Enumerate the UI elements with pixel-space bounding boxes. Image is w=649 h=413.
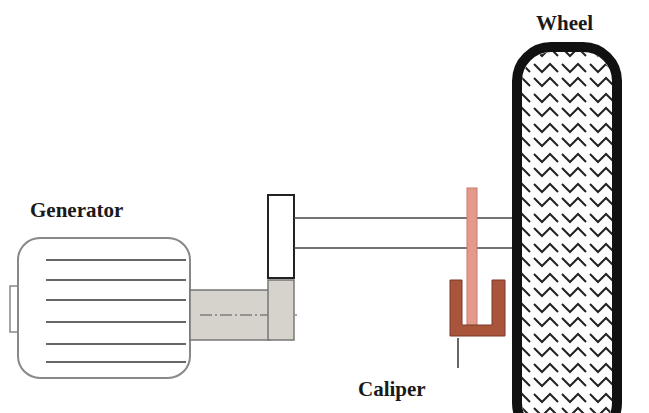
leader-line: [457, 338, 459, 368]
axle: [294, 247, 515, 249]
tyre-tread: [522, 52, 612, 413]
large-gear: [268, 195, 294, 278]
brake-caliper: [450, 280, 505, 336]
cooling-fins: [46, 260, 186, 362]
brake-disc: [467, 188, 477, 326]
part-name: Caliper: [358, 378, 426, 401]
part-name: Wheel: [536, 12, 593, 35]
part-name: Generator: [30, 199, 123, 222]
generator-body: [18, 238, 190, 378]
axle: [294, 217, 515, 219]
wheel-tyre: [517, 47, 617, 413]
small-gear: [268, 280, 294, 340]
